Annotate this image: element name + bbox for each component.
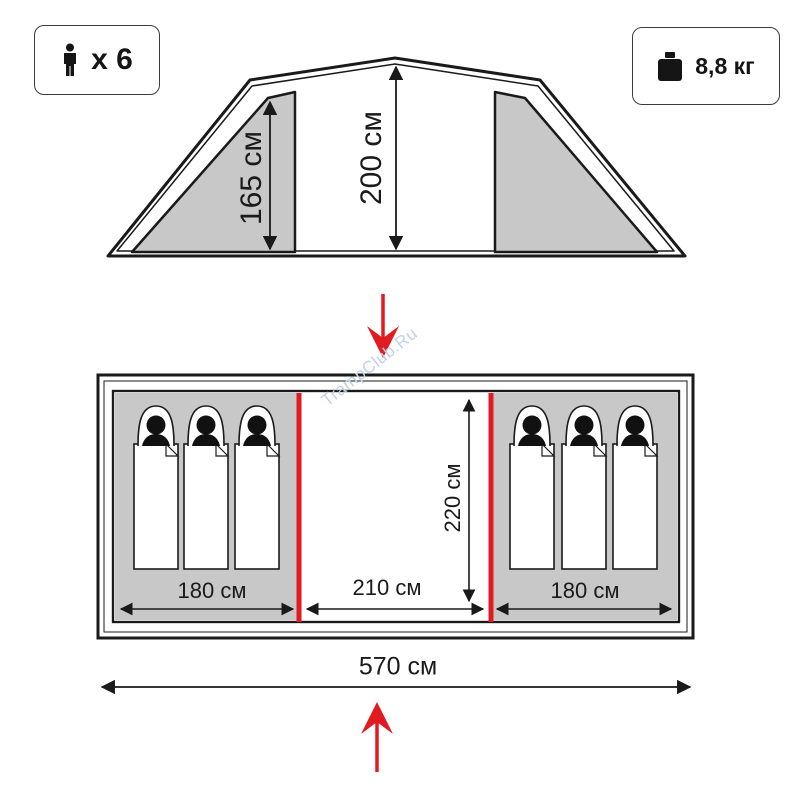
center-length-label: 210 см	[352, 575, 422, 600]
sleeper	[133, 405, 179, 570]
capacity-badge: x 6	[34, 25, 160, 95]
person-icon	[64, 43, 77, 76]
vestibule-height-label: 165 см	[235, 130, 268, 226]
floor-plan	[96, 373, 695, 640]
weight-badge: 8,8 кг	[632, 27, 780, 105]
sleeper	[612, 405, 658, 570]
left-length-label: 180 см	[177, 578, 247, 603]
right-length-label: 180 см	[550, 578, 620, 603]
side-vestibule-right	[493, 90, 659, 254]
sleeper	[561, 405, 607, 570]
sleeper	[234, 405, 280, 570]
total-length-label: 570 см	[358, 652, 438, 681]
weight-text: 8,8 кг	[695, 52, 755, 79]
sleepers-left	[133, 405, 280, 570]
sleeper	[509, 405, 555, 570]
side-view	[106, 56, 687, 258]
width-label: 220 см	[440, 463, 465, 533]
center-height-label: 200 см	[355, 110, 388, 206]
sleeper	[183, 405, 229, 570]
capacity-text: x 6	[91, 43, 133, 76]
red-arrow-top	[367, 294, 399, 358]
weight-icon	[658, 52, 683, 81]
sleepers-right	[509, 405, 658, 570]
side-vestibule-left	[130, 90, 297, 254]
red-arrow-bottom	[361, 702, 393, 772]
